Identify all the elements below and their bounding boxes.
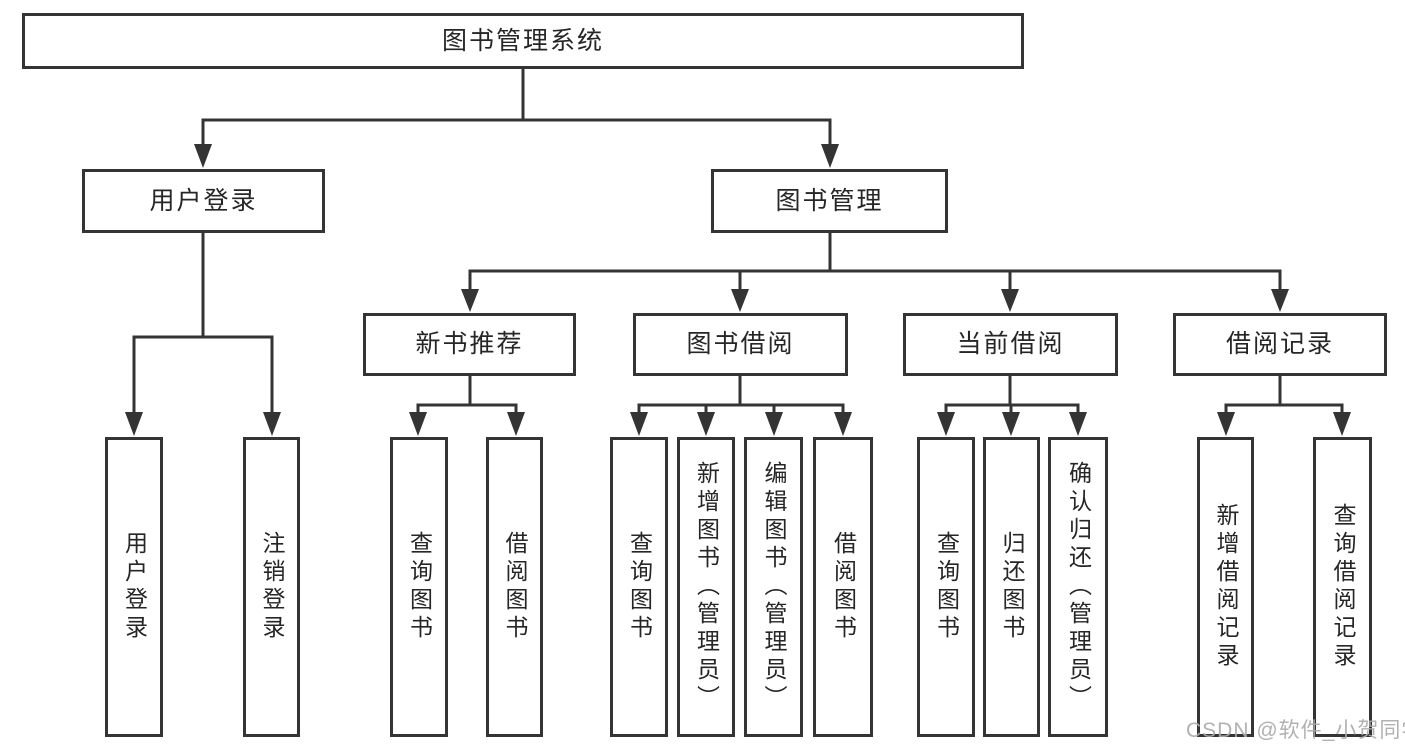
node-records-query-record: 查询借阅记录 — [1313, 437, 1372, 737]
node-current-return-book: 归还图书 — [983, 437, 1040, 737]
node-borrow-records: 借阅记录 — [1173, 313, 1387, 376]
node-borrow-edit-book-admin: 编辑图书（管理员） — [744, 437, 803, 737]
node-logout-action: 注销登录 — [243, 437, 300, 737]
node-user-login: 用户登录 — [82, 169, 325, 233]
node-book-management: 图书管理 — [711, 169, 948, 233]
node-current-borrow: 当前借阅 — [903, 313, 1118, 376]
node-new-book-recommend-label: 新书推荐 — [415, 330, 524, 358]
node-book-borrow: 图书借阅 — [633, 313, 848, 376]
node-recommend-borrow-book: 借阅图书 — [486, 437, 543, 737]
node-book-management-label: 图书管理 — [775, 186, 884, 215]
node-current-query-book: 查询图书 — [917, 437, 975, 737]
node-new-book-recommend: 新书推荐 — [363, 313, 576, 376]
node-user-login-action: 用户登录 — [105, 437, 163, 737]
node-current-confirm-return-admin: 确认归还（管理员） — [1048, 437, 1108, 737]
node-borrow-add-book-admin: 新增图书（管理员） — [677, 437, 735, 737]
node-user-login-label: 用户登录 — [149, 186, 258, 215]
node-borrow-records-label: 借阅记录 — [1225, 330, 1334, 358]
node-root: 图书管理系统 — [22, 13, 1024, 69]
node-book-borrow-label: 图书借阅 — [686, 330, 795, 358]
csdn-watermark: CSDN @软件_小贺同学 — [1186, 719, 1405, 742]
node-recommend-query-book: 查询图书 — [390, 437, 448, 737]
node-records-add-record: 新增借阅记录 — [1197, 437, 1254, 737]
node-current-borrow-label: 当前借阅 — [956, 330, 1065, 358]
node-borrow-borrow-book: 借阅图书 — [813, 437, 873, 737]
node-root-label: 图书管理系统 — [441, 26, 604, 55]
node-borrow-query-book: 查询图书 — [610, 437, 668, 737]
